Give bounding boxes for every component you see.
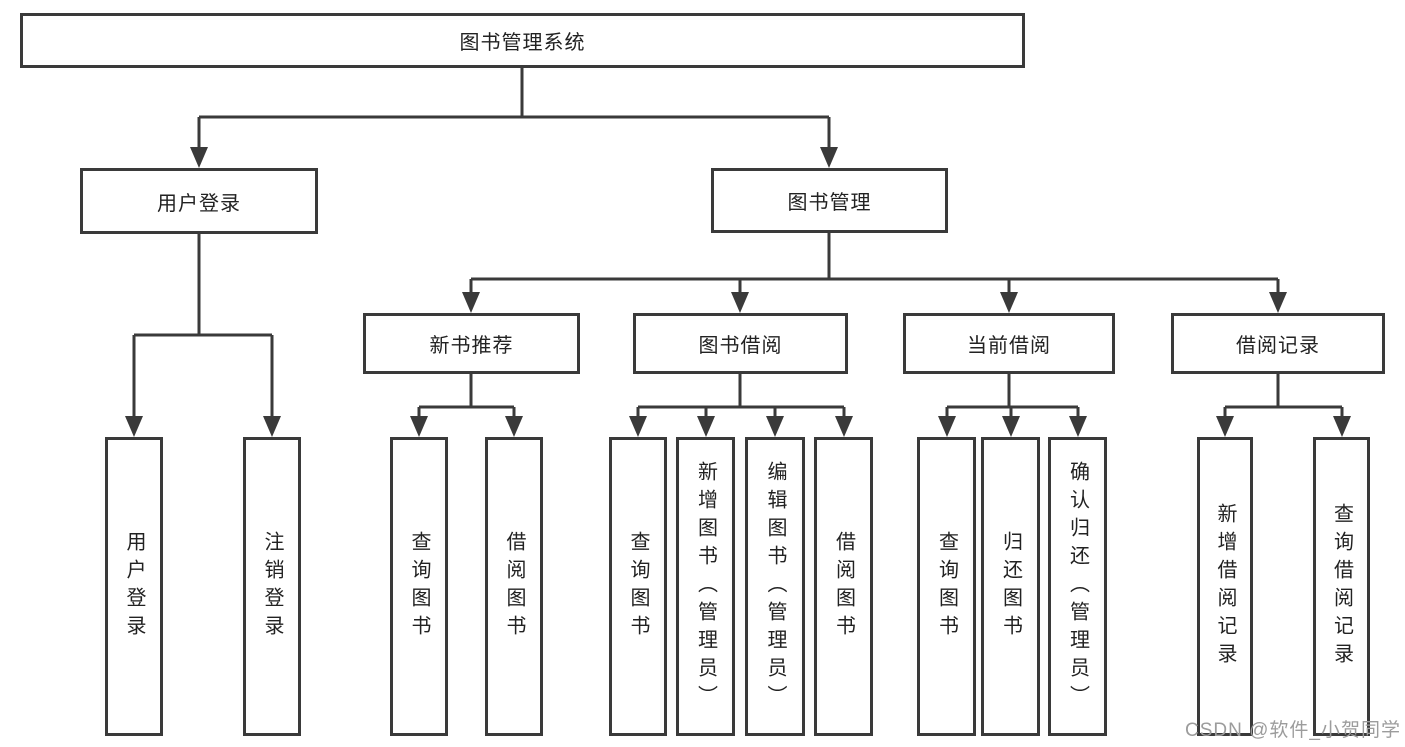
arrowheads [125,147,1351,437]
leaf-add-book-admin: 新增图书（管理员） [676,437,735,736]
leaf-borrow-books: 借阅图书 [814,437,873,736]
node-book-borrow: 图书借阅 [633,313,848,374]
node-label: 图书借阅 [698,335,783,357]
leaf-query-borrow-record: 查询借阅记录 [1313,437,1370,736]
leaf-query-books-borrow: 查询图书 [609,437,667,736]
node-label: 当前借阅 [967,335,1051,357]
leaf-query-books-current: 查询图书 [917,437,976,736]
leaf-logout: 注销登录 [243,437,301,736]
node-label: 图书管理 [787,192,872,214]
node-borrow-records: 借阅记录 [1171,313,1385,374]
leaf-add-borrow-record: 新增借阅记录 [1197,437,1253,736]
node-label: 查询图书 [408,530,430,643]
node-label: 查询图书 [627,530,649,643]
node-user-login: 用户登录 [80,168,318,234]
node-label: 新书推荐 [429,335,514,357]
node-current-borrow: 当前借阅 [903,313,1115,374]
node-book-management: 图书管理 [711,168,948,233]
leaf-user-login: 用户登录 [105,437,163,736]
leaf-edit-book-admin: 编辑图书（管理员） [745,437,805,736]
node-label: 借阅记录 [1236,335,1320,357]
node-root-library-management-system: 图书管理系统 [20,13,1025,68]
node-new-book-recommend: 新书推荐 [363,313,580,374]
node-label: 用户登录 [123,530,145,643]
node-label: 图书管理系统 [459,32,586,54]
node-label: 借阅图书 [503,530,525,643]
leaf-return-book: 归还图书 [981,437,1040,736]
node-label: 查询图书 [935,530,958,643]
node-label: 新增借阅记录 [1214,502,1236,671]
node-label: 编辑图书（管理员） [764,460,786,713]
node-label: 借阅图书 [832,530,855,643]
csdn-watermark: CSDN @软件_小贺同学 [1185,720,1401,741]
node-label: 新增图书（管理员） [694,460,717,713]
leaf-query-books-recommend: 查询图书 [390,437,448,736]
node-label: 归还图书 [999,530,1022,643]
node-label: 用户登录 [157,192,241,215]
node-label: 注销登录 [261,530,283,643]
node-label: 查询借阅记录 [1330,502,1353,671]
node-label: 确认归还（管理员） [1066,460,1089,713]
leaf-confirm-return-admin: 确认归还（管理员） [1048,437,1107,736]
leaf-borrow-books-recommend: 借阅图书 [485,437,543,736]
